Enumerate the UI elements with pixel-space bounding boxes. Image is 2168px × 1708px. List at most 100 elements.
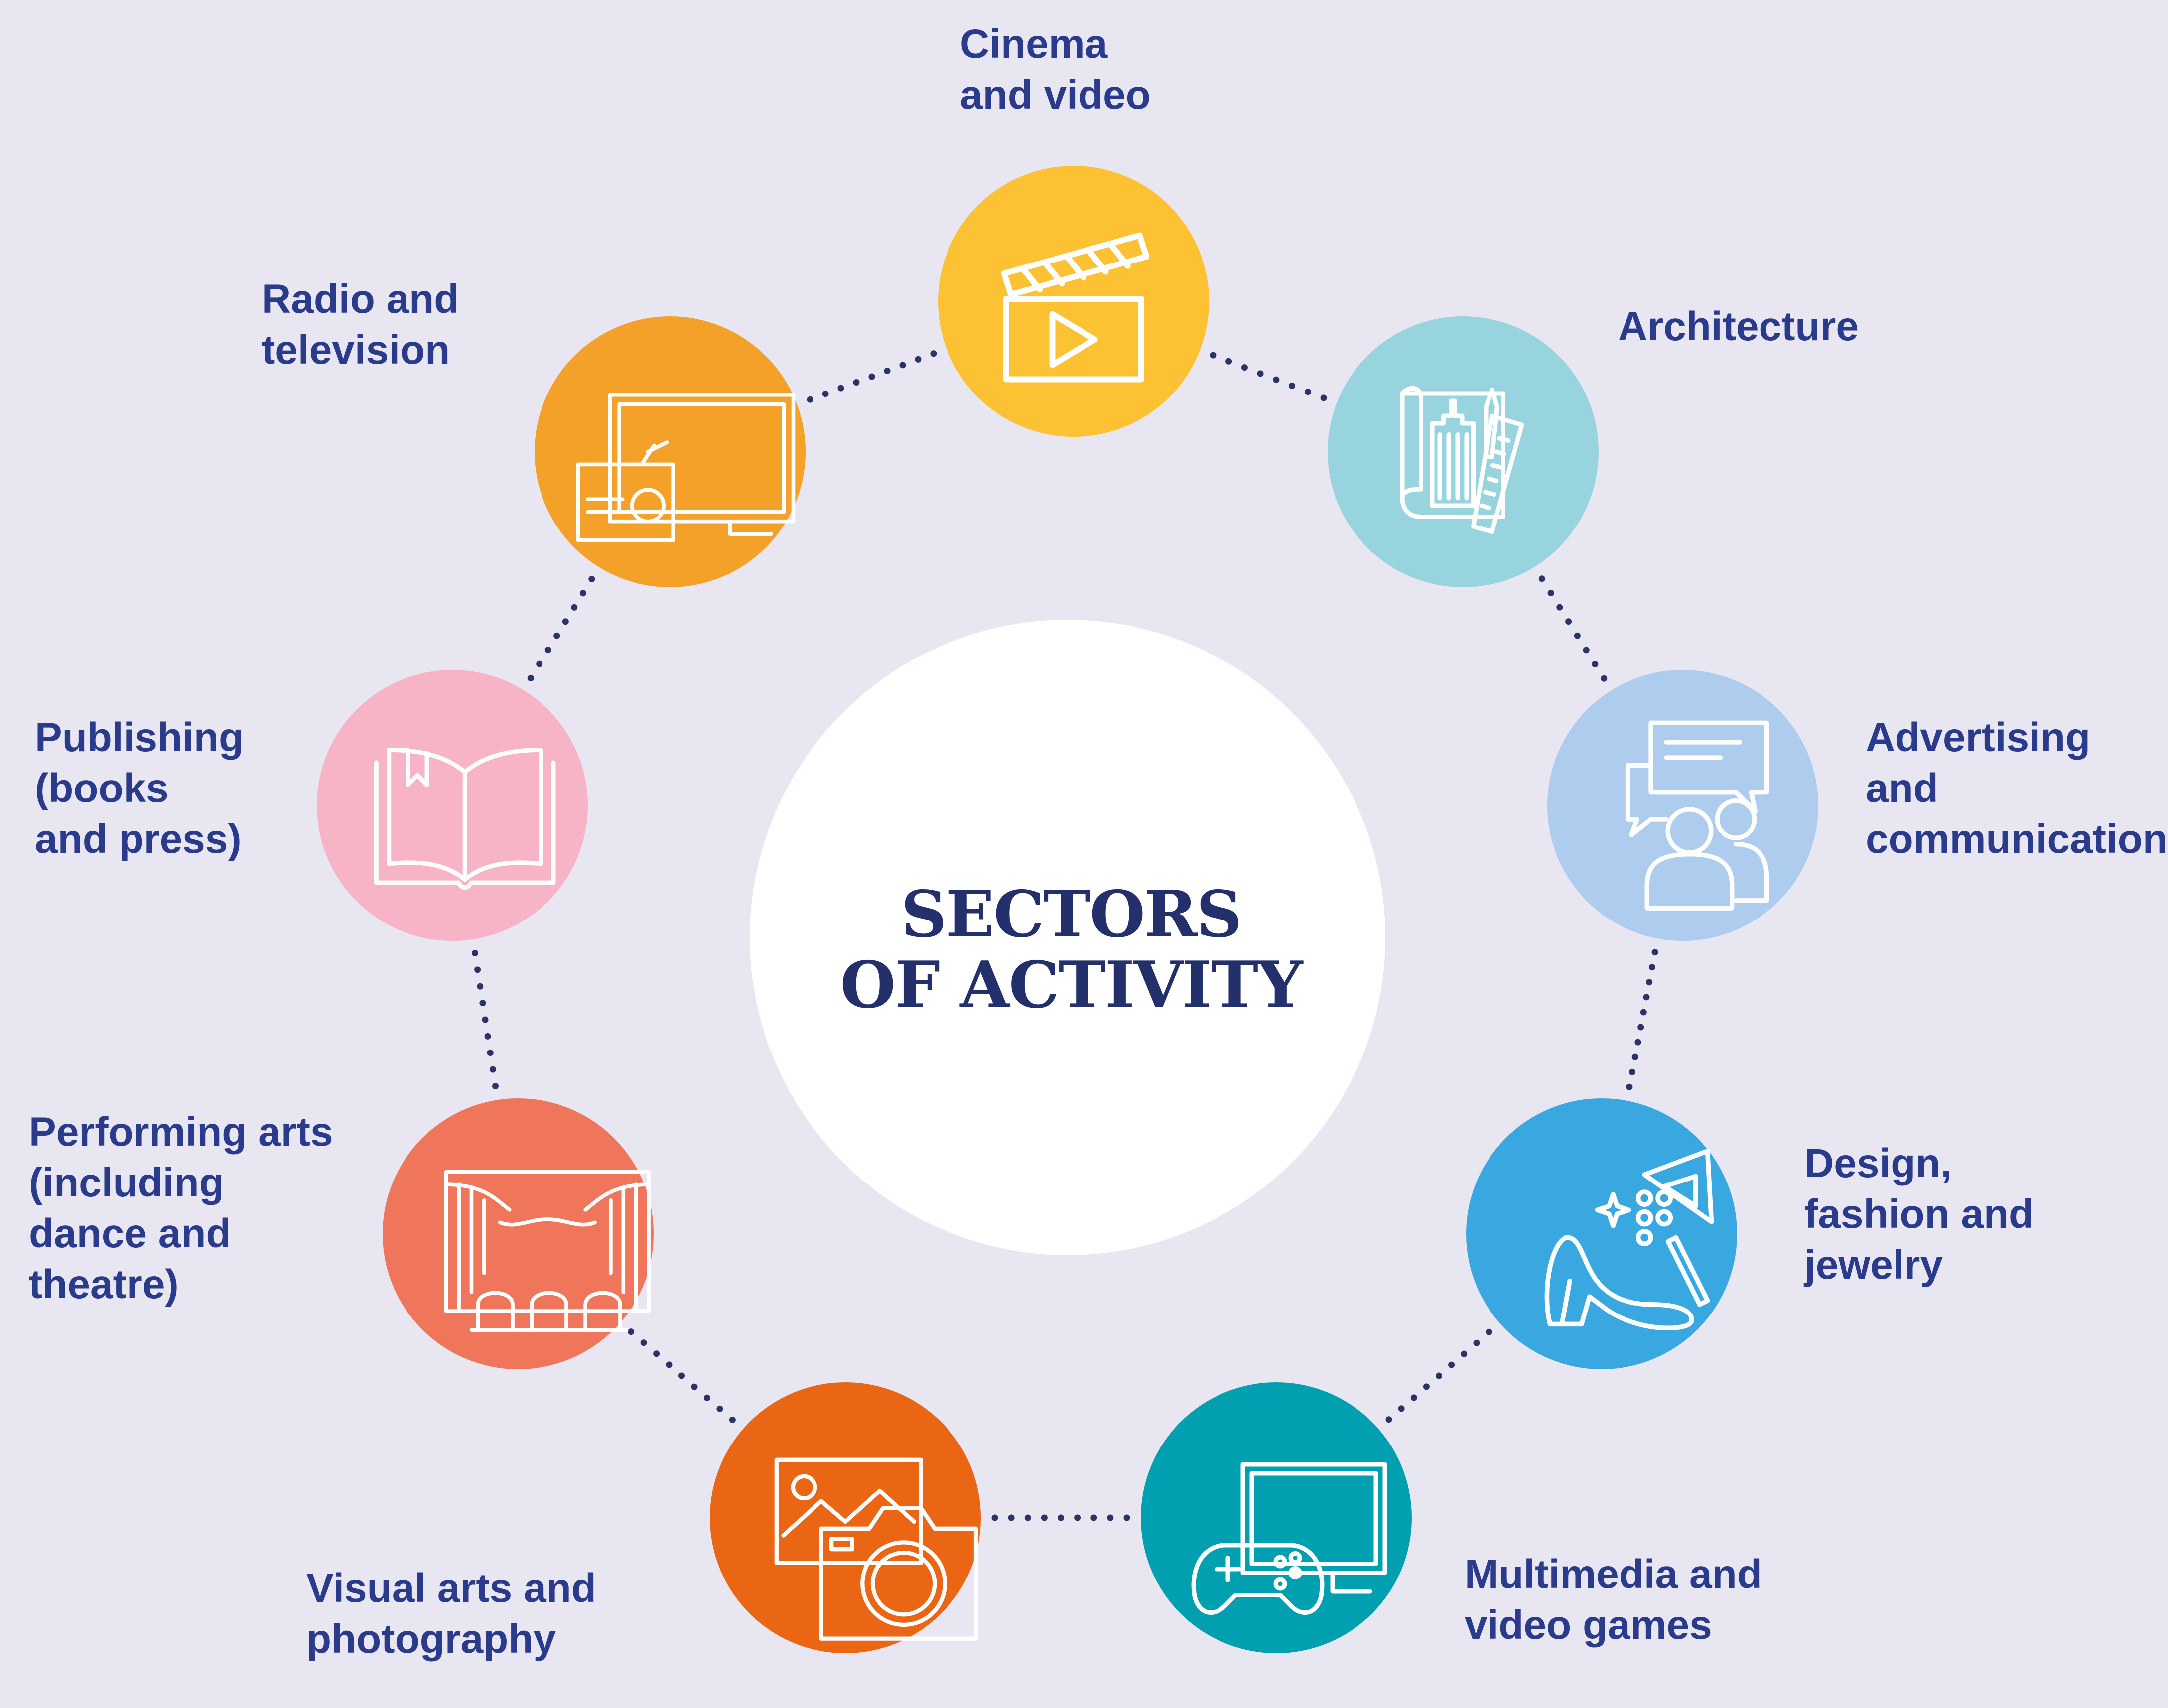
connector-dot (571, 604, 578, 611)
connector-dot (1241, 364, 1248, 371)
connector-dot (553, 632, 560, 639)
connector-dot (1090, 1514, 1097, 1521)
connector-dot (1123, 1514, 1130, 1521)
sector-node-architecture (1328, 316, 1599, 587)
connector-dot (1486, 1328, 1492, 1335)
connector-dot (1436, 1372, 1442, 1379)
connector-dot (703, 1394, 710, 1401)
connector-dot (628, 1328, 635, 1335)
connector-dot (479, 1000, 486, 1007)
sector-node-multimedia (1141, 1382, 1412, 1653)
connector-dot (1643, 994, 1650, 1001)
connector-dot (1289, 382, 1296, 389)
connector-dot (691, 1383, 698, 1390)
connector-dot (1024, 1514, 1031, 1521)
connector-dot (579, 590, 586, 597)
sector-node-performing-arts (383, 1098, 654, 1369)
connector-dot (472, 950, 478, 956)
connector-dot (1629, 1068, 1636, 1075)
sector-node-radio-tv (535, 316, 806, 587)
connector-dot (492, 1083, 499, 1089)
connector-dot (1304, 389, 1311, 395)
connector-dot (1538, 575, 1545, 582)
sector-label-radio-tv: Radio and television (262, 276, 459, 373)
connector-dot (477, 983, 484, 990)
connector-dot (1273, 376, 1280, 383)
connector-dot (1634, 1039, 1641, 1046)
sector-label-publishing: Publishing (books and press) (35, 715, 244, 862)
connector-dot (837, 385, 844, 392)
sector-node-design (1466, 1098, 1737, 1369)
connector-dot (807, 396, 813, 403)
sector-circle-architecture (1328, 316, 1599, 587)
connector-dot (1074, 1514, 1081, 1521)
connector-dot (1640, 1009, 1647, 1016)
connector-dot (1574, 632, 1581, 639)
connector-dot (716, 1405, 723, 1412)
connector-dot (729, 1416, 736, 1423)
connector-dot (1626, 1083, 1633, 1090)
connector-dot (1210, 352, 1217, 359)
connector-dot (1461, 1350, 1468, 1357)
connector-dot (1107, 1514, 1114, 1521)
sector-label-multimedia: Multimedia and video games (1465, 1552, 1762, 1648)
connector-dot (822, 391, 829, 397)
sector-label-cinema: Cinema and video (960, 21, 1151, 118)
connector-dot (1423, 1383, 1430, 1390)
connector-dot (1410, 1394, 1417, 1401)
connector-dot (1225, 358, 1232, 365)
sector-node-publishing (317, 670, 588, 941)
connector-dot (1583, 647, 1590, 654)
sector-label-design: Design, fashion and jewelry (1804, 1141, 2034, 1288)
sector-circle-design (1466, 1098, 1737, 1369)
connector-dot (1320, 394, 1327, 401)
sector-circles (317, 166, 1818, 1653)
connector-dot (868, 373, 875, 380)
connector-dot (474, 966, 481, 973)
connector-dot (1058, 1514, 1064, 1521)
connector-dot (853, 379, 860, 386)
connector-dot (1398, 1405, 1405, 1412)
connector-dot (482, 1016, 489, 1023)
connector-dot (1601, 675, 1608, 682)
center-title-line2: OF ACTIVITY (840, 948, 1304, 1023)
connector-dot (666, 1361, 673, 1368)
connector-dot (678, 1372, 685, 1379)
sector-label-advertising: Advertising and communication (1866, 715, 2168, 862)
sector-circle-multimedia (1141, 1382, 1412, 1653)
connector-dot (1556, 604, 1563, 611)
connector-dots (472, 350, 1658, 1521)
connector-dot (1648, 964, 1655, 971)
connector-dot (899, 362, 906, 369)
sector-circle-visual-arts (710, 1382, 981, 1653)
connector-dot (1041, 1514, 1048, 1521)
connector-dot (1008, 1514, 1015, 1521)
connector-dot (640, 1339, 647, 1346)
connector-dot (1592, 661, 1599, 667)
connector-dot (487, 1050, 494, 1056)
connector-dot (544, 647, 551, 654)
connector-dot (562, 618, 569, 625)
connector-dot (588, 576, 595, 582)
sector-node-visual-arts (710, 1382, 981, 1653)
connector-dot (1631, 1053, 1638, 1060)
connector-dot (1637, 1024, 1644, 1031)
connector-dot (653, 1350, 660, 1357)
connector-dot (484, 1033, 491, 1040)
sector-label-visual-arts: Visual arts and photography (306, 1566, 596, 1662)
connector-dot (1565, 618, 1572, 625)
connector-dot (1651, 949, 1658, 956)
connector-dot (1646, 979, 1653, 986)
center-title-line1: SECTORS (901, 877, 1241, 952)
connector-dot (915, 356, 922, 363)
connector-dot (536, 660, 543, 667)
connector-dot (1547, 590, 1554, 596)
sector-node-advertising (1547, 670, 1818, 941)
center-circle (750, 620, 1385, 1255)
connector-dot (489, 1066, 496, 1073)
connector-dot (527, 675, 534, 681)
sector-label-performing-arts: Performing arts (including dance and the… (29, 1109, 333, 1307)
connector-dot (930, 350, 937, 357)
